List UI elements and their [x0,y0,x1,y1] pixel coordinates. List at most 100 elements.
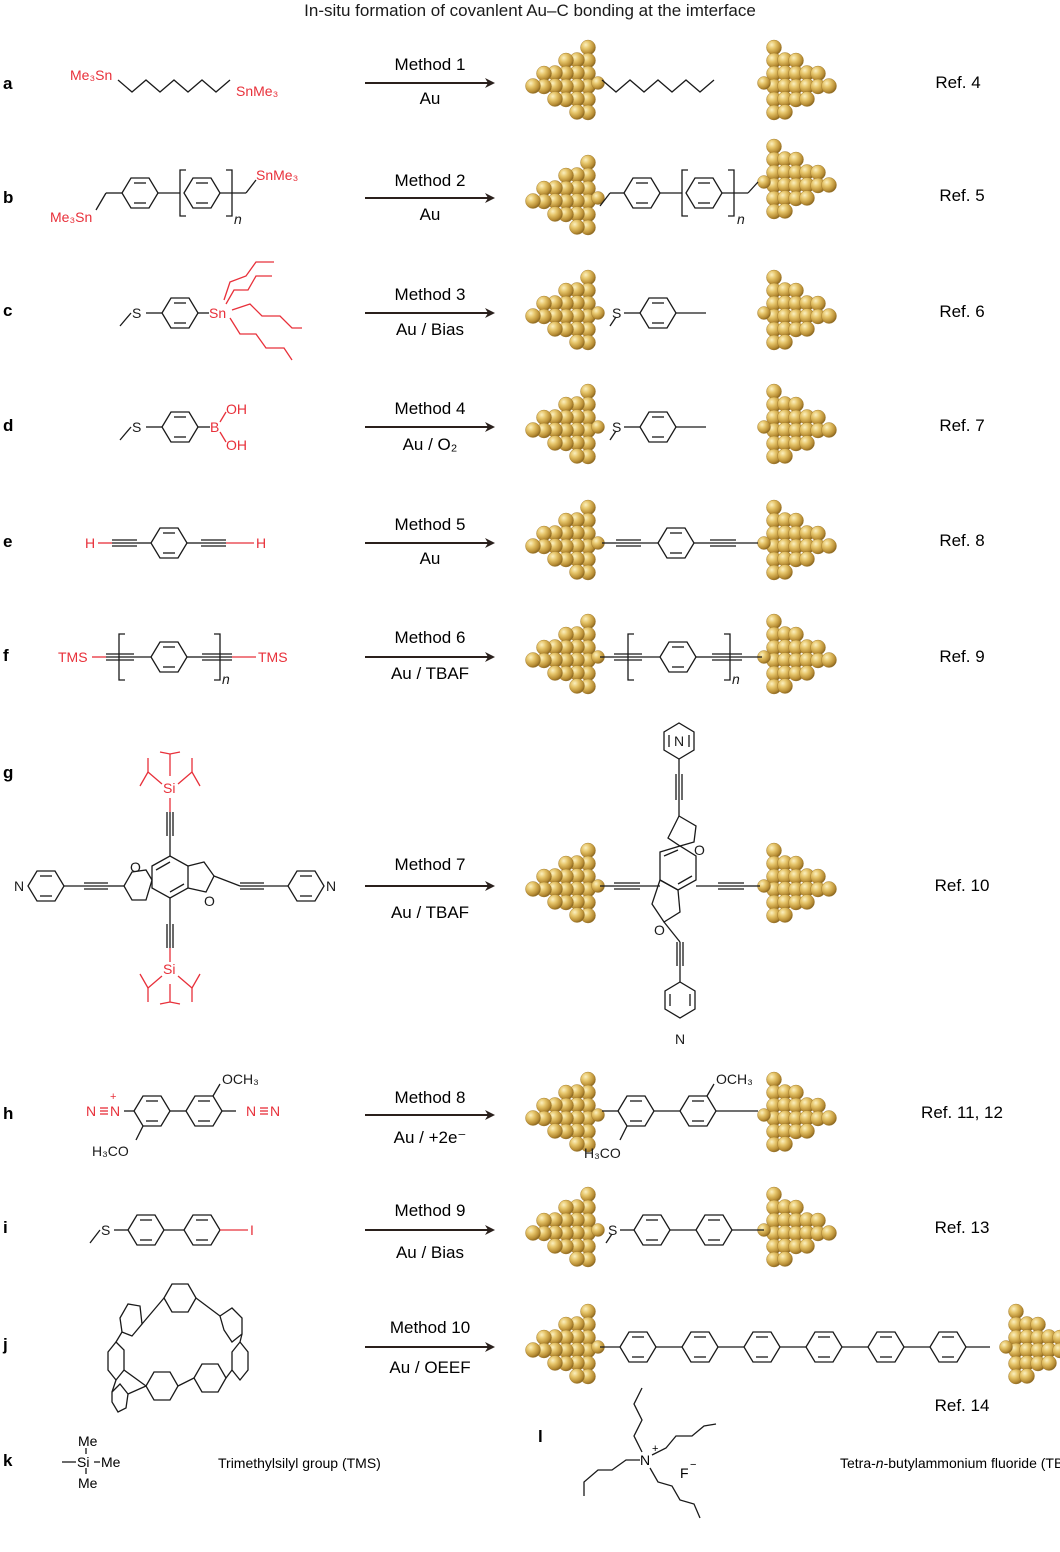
gold-atom [1041,1355,1057,1371]
gold-atom [766,138,782,155]
gold-cluster-left-a [525,39,605,121]
row-letter-d: d [3,416,13,435]
gold-atom [1019,1368,1035,1384]
gold-tip-atom [999,1340,1013,1354]
gold-atom [766,1071,782,1088]
label-s-prod-i: S [608,1222,617,1238]
gold-atom [525,652,541,668]
gold-atom [580,1071,596,1088]
row-letter-c: c [3,301,12,320]
ref-f: Ref. 9 [939,647,984,666]
gold-atom [558,855,574,872]
gold-atom [580,383,596,400]
label-n-prod-f: n [732,671,740,687]
row-letter-j: j [2,1335,8,1354]
gold-atom [525,1342,541,1358]
label-n-l: N [640,1452,650,1468]
reactant-f: TMS TMS n [58,633,288,687]
gold-atom [799,894,815,910]
gold-atom [810,164,826,181]
gold-atom [569,448,585,464]
gold-atom [547,1355,563,1371]
gold-cluster-right-b [757,138,837,220]
gold-tip-atom [757,306,771,320]
label-me-bottom: Me [78,1475,98,1491]
gold-atom [580,1303,596,1320]
row-letter-a: a [3,74,13,93]
reactant-d: S B OH OH [119,401,247,453]
gold-cluster-left-d [525,383,605,465]
gold-atom [810,409,826,426]
product-j-hexaphenylene [600,1331,990,1363]
footnote-letter-l: l [538,1427,543,1446]
gold-atom [777,564,793,580]
conditions-7: Au / TBAF [391,903,469,922]
label-tms-right-f: TMS [258,649,288,665]
label-och3-prod-h: OCH₃ [716,1071,753,1087]
label-i-i: I [250,1222,254,1238]
gold-cluster-left-h [525,1071,605,1153]
row-letter-f: f [3,646,9,665]
product-c: S [609,297,706,329]
gold-atom [580,269,596,286]
gold-electrode-clusters [525,39,1060,1385]
gold-cluster-left-e [525,499,605,581]
gold-atom [810,1212,826,1229]
label-o1-g: O [130,859,141,875]
gold-cluster-right-i [757,1186,837,1268]
gold-atom [569,1368,585,1384]
conditions-5: Au [420,549,441,568]
gold-atom [525,308,541,324]
gold-atom [558,1199,574,1216]
method-label-6: Method 6 [395,628,466,647]
gold-tip-atom [757,76,771,90]
ref-h: Ref. 11, 12 [921,1103,1003,1122]
gold-atom [525,881,541,897]
conditions-2: Au [420,205,441,224]
gold-tip-atom [757,536,771,550]
gold-atom [788,626,804,643]
gold-cluster-left-j [525,1303,605,1385]
label-n-left-g: N [14,878,24,894]
gold-atom [821,538,837,554]
label-n-bottom-prod-g: N [675,1031,685,1047]
row-letter-b: b [3,188,13,207]
gold-cluster-right-h [757,1071,837,1153]
gold-tip-atom [591,76,605,90]
gold-atom [569,564,585,580]
figure-title: In-situ formation of covanlent Au–C bond… [304,1,756,20]
gold-atom [558,282,574,299]
gold-tip-atom [591,191,605,205]
gold-atom [547,321,563,337]
gold-tip-atom [757,175,771,189]
gold-atom [558,167,574,184]
gold-atom [766,39,782,56]
conditions-4: Au / O₂ [403,435,458,454]
label-me3sn-left: Me₃Sn [70,67,112,83]
label-s-i: S [101,1222,110,1238]
label-plus-l: + [652,1443,658,1455]
gold-atom [777,1251,793,1267]
gold-atom [547,435,563,451]
label-s-prod-c: S [612,305,621,321]
label-s-prod-d: S [612,419,621,435]
gold-atom [777,678,793,694]
gold-atom [536,868,552,885]
label-si-bottom-g: Si [163,961,175,977]
conditions-8: Au / +2e⁻ [394,1128,467,1147]
ref-b: Ref. 5 [939,186,984,205]
label-n-top-prod-g: N [674,733,684,749]
row-letter-i: i [3,1218,8,1237]
label-n2b-h: N [270,1103,280,1119]
gold-tip-atom [757,1108,771,1122]
gold-atom [536,1097,552,1114]
label-n2-h: N [246,1103,256,1119]
gold-atom [788,282,804,299]
product-d: S [609,411,706,443]
ref-a: Ref. 4 [935,73,980,92]
row-letter-e: e [3,532,12,551]
gold-atom [525,1110,541,1126]
label-n-right-g: N [326,878,336,894]
gold-atom [558,512,574,529]
